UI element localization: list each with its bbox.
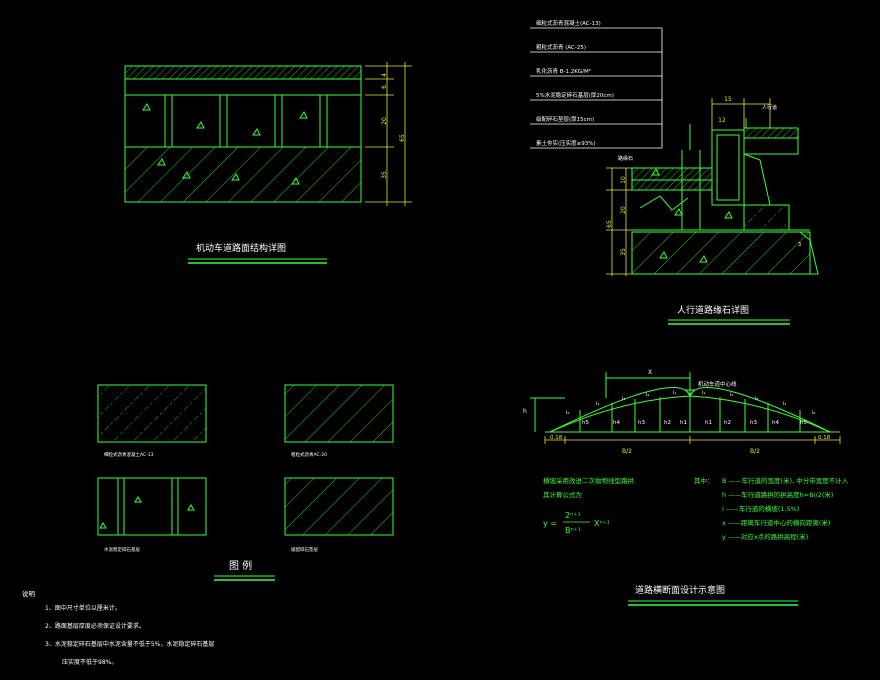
legend-swatch-ac13 [97,384,207,443]
curb-dim-10: 10 [620,176,627,184]
slope-label: i₃ [622,396,625,402]
height-label: h3 [750,420,757,426]
note-line-2: 2、路面基层厚度必须保证设计要求。 [45,622,145,630]
slope-label: i₁ [702,390,705,396]
legend-label-ac13: 细粒式沥青混凝土AC-13 [104,451,154,458]
dim-4: 4 [381,73,388,77]
dim-65: 65 [399,134,406,142]
legend-label-gravel: 级配碎石垫层 [291,546,318,553]
formula-x-term: Xⁿ⁺¹ [594,519,610,528]
camber-crown-label: 机动车道中心线 [698,380,737,388]
note-line-1: 1、图中尺寸单位以厘米计。 [45,604,121,612]
height-label: h1 [705,420,712,426]
curb-dimension-lines [606,98,771,276]
slope-label: i₅ [812,410,815,416]
curb-dim-15: 15 [724,96,732,103]
def-i: i ——车行道的横坡(1.5%) [722,504,799,513]
camber-title: 道路横断面设计示意图 [635,584,725,596]
def-B: B ——车行道的宽度(米), 中分带宽度不计入 [722,476,849,485]
height-label: h2 [724,420,731,426]
camber-dim-half-right: B/2 [750,448,760,455]
pavement-section-title: 机动车道路面结构详图 [196,242,286,254]
camber-slope-labels: i₅ i₄ i₃ i₂ i₁ i₁ i₂ i₃ i₄ i₅ [566,390,815,416]
camber-profile-drawing [530,372,840,433]
callout-3: 乳化沥青 B-1.2KG/M² [536,67,591,75]
slope-label: i₄ [783,401,786,407]
curb-dim-12: 12 [718,117,726,124]
curb-callout-leaders [530,27,663,149]
slope-label: i₁ [673,390,676,396]
callout-2: 粗粒式沥青 (AC-25) [536,43,586,51]
height-label: h5 [582,420,589,426]
formula-denominator: Bⁿ⁺¹ [565,526,581,535]
curb-dim-35: 35 [620,248,627,256]
curb-detail-drawing [631,118,819,275]
height-label: h3 [638,420,645,426]
formula-numerator: 2ⁿ⁺¹ [565,511,581,520]
camber-dim-right: 0.18 [818,435,831,441]
callout-4: 5%水泥稳定碎石基层(厚20cm) [536,91,614,99]
formula-note-2: 其计算公式为 [543,490,582,499]
callout-1: 细粒式沥青混凝土(AC-13) [536,19,601,27]
notes-heading: 说明 [22,589,36,598]
slope-label: i₂ [730,392,733,398]
dim-35: 35 [381,171,388,179]
slope-label: i₃ [755,396,758,402]
curb-dim-65: 65 [606,220,613,228]
slope-label: i₄ [596,401,599,407]
camber-dim-left: 0.18 [550,435,563,441]
height-label: h5 [800,420,807,426]
slope-label: i₅ [566,410,569,416]
height-label: h4 [613,420,620,426]
dim-20: 20 [381,117,388,125]
dim-6: 6 [381,85,388,89]
legend-label-cement-base: 水泥稳定碎石基层 [104,546,140,553]
formula-y: y = [543,519,557,528]
legend-swatch-cement-base [97,477,207,536]
callout-6: 素土夯实(压实度≥93%) [536,139,596,147]
legend-swatch-gravel [284,477,394,536]
height-label: h2 [664,420,671,426]
pavement-dimension-chain [365,62,412,206]
slope-label: i₂ [646,392,649,398]
camber-dimension-line [544,436,841,444]
def-h: h ——车行道路拱的拱高度h=Bi/2(米) [722,490,833,499]
legend-swatches [97,384,394,536]
legend-label-ac20: 粗粒式沥青AC-20 [291,451,327,458]
curb-dim-20: 20 [620,206,627,214]
camber-height-labels: h5 h4 h3 h2 h1 h1 h2 h3 h4 h5 [582,420,807,426]
def-x: x ——距离车行道中心的横向距离(米) [722,518,831,527]
callout-5: 级配碎石垫层(厚15cm) [536,115,594,123]
legend-swatch-ac20 [284,384,394,443]
defs-heading: 其中： [694,476,714,485]
sidewalk-label: 人行道 [762,104,777,111]
legend-title: 图 例 [229,559,252,572]
camber-h-label: h [523,408,527,415]
camber-x-label: X [648,369,652,376]
height-label: h1 [680,420,687,426]
note-line-4: 压实度不低于98%。 [62,658,117,666]
camber-dim-half-left: B/2 [622,448,632,455]
def-y: y ——对应x点的路拱高程(米) [722,532,808,541]
formula-note-1: 横坡采用改进二次抛物线型路拱 [543,476,635,485]
curb-label: 路缘石 [618,155,633,162]
curb-detail-title: 人行道路缘石详图 [677,304,749,316]
height-label: h4 [772,420,779,426]
note-line-3: 3、水泥稳定碎石基层中水泥含量不低于5%，水泥稳定碎石基层 [45,640,214,648]
pavement-section-drawing [124,65,362,203]
slope-label: 3 [798,242,801,248]
